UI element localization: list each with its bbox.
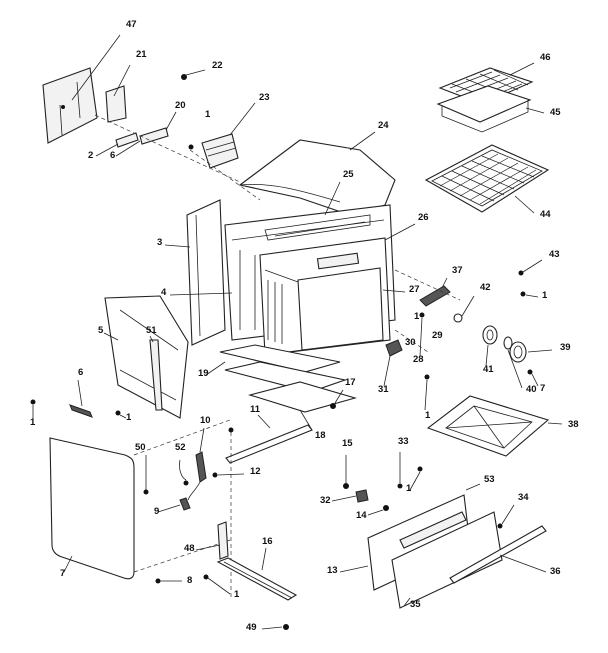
callout-label-c22: 22	[212, 60, 223, 71]
callout-label-c16: 16	[262, 536, 273, 547]
callout-label-c7b: 7	[60, 568, 65, 579]
screws-parts-1-8-49-bottom	[155, 574, 289, 630]
callout-label-c6b: 6	[78, 367, 83, 378]
trim-strip-part-36	[449, 504, 547, 584]
callout-label-c18: 18	[315, 430, 326, 441]
callout-label-c30: 30	[405, 337, 416, 348]
callout-label-c24: 24	[378, 120, 389, 131]
broiler-pan-part-45	[436, 85, 545, 133]
callout-label-c8: 8	[187, 575, 192, 586]
callout-label-c50: 50	[135, 442, 146, 453]
screws-part-1-left	[30, 399, 127, 420]
callout-label-c1g: 1	[406, 483, 412, 494]
bracket-part-48	[195, 521, 229, 560]
assembly-guide-lines-top	[94, 114, 261, 201]
callout-label-c5: 5	[98, 325, 104, 336]
bracket-part-21	[105, 64, 131, 123]
control-components-parts-28-31-37-39-42	[383, 259, 553, 411]
assembly-guide-lines-right	[394, 269, 461, 353]
rail-part-16	[216, 547, 298, 601]
clip-parts-2-6	[95, 111, 177, 157]
door-panel-part-35	[391, 466, 503, 609]
callout-label-c35: 35	[410, 599, 421, 610]
callout-label-c39: 39	[560, 342, 571, 353]
callout-label-c3: 3	[157, 237, 162, 248]
callout-label-c1c: 1	[414, 311, 420, 322]
callout-label-c33: 33	[398, 436, 409, 447]
rail-part-11	[225, 414, 313, 600]
callout-label-c21: 21	[136, 49, 147, 60]
callout-label-c1d: 1	[30, 417, 36, 428]
callout-label-c4: 4	[161, 287, 167, 298]
callout-label-c47: 47	[126, 19, 137, 30]
callout-label-c9: 9	[154, 506, 159, 517]
callout-label-c23: 23	[259, 92, 270, 103]
callout-label-c27: 27	[409, 284, 420, 295]
callout-label-c1a: 1	[205, 109, 211, 120]
callout-label-c1f: 1	[425, 410, 431, 421]
oven-rack-part-44	[424, 144, 550, 214]
strip-part-6	[69, 379, 93, 418]
callout-label-c15: 15	[342, 438, 353, 449]
callout-label-c10: 10	[200, 415, 211, 426]
callout-label-c13: 13	[327, 565, 338, 576]
cabinet-side-part-3	[164, 199, 226, 346]
callout-label-c40: 40	[526, 384, 537, 395]
callout-label-c36: 36	[550, 566, 561, 577]
side-panel-part-5	[103, 295, 189, 419]
callout-label-c42: 42	[480, 282, 491, 293]
callout-label-c11: 11	[250, 404, 261, 415]
callout-label-c14: 14	[356, 510, 367, 521]
callout-label-c29: 29	[432, 330, 443, 341]
broil-element-part-25	[264, 181, 371, 241]
door-hardware-parts-14-15-32-33	[331, 452, 403, 516]
callout-label-c26: 26	[418, 212, 429, 223]
bottom-panel-part-19	[205, 344, 348, 393]
callout-label-c2: 2	[88, 150, 93, 161]
callout-label-c17: 17	[345, 377, 356, 388]
callout-label-c34: 34	[518, 492, 529, 503]
screw-part-22	[181, 69, 206, 80]
callout-label-c19: 19	[198, 368, 209, 379]
switch-wiring-parts-9-10-50-52	[143, 427, 207, 513]
callout-label-c52: 52	[175, 442, 186, 453]
callout-label-c44: 44	[540, 209, 551, 220]
side-panel-part-7	[49, 419, 231, 580]
callout-label-c7a: 7	[540, 383, 545, 394]
callout-label-c1e: 1	[126, 412, 132, 423]
callout-label-c32: 32	[320, 495, 331, 506]
callout-label-c1b: 1	[542, 290, 548, 301]
callout-label-c45: 45	[550, 107, 561, 118]
callout-label-c31: 31	[378, 384, 389, 395]
bolt-part-12	[212, 472, 245, 478]
callout-label-c41: 41	[483, 364, 494, 375]
callout-label-c53: 53	[484, 474, 495, 485]
rear-panel-part-47	[42, 34, 121, 144]
callout-label-c20: 20	[175, 100, 186, 111]
callout-label-c37: 37	[452, 265, 463, 276]
callout-label-c43: 43	[549, 249, 560, 260]
callout-label-c28: 28	[413, 354, 424, 365]
door-handle-part-53	[399, 483, 481, 549]
vent-cover-part-23	[188, 102, 256, 169]
callout-label-c38: 38	[568, 419, 579, 430]
callout-label-c48: 48	[184, 543, 195, 554]
drawer-support-part-18	[247, 381, 358, 431]
callout-label-c25: 25	[343, 169, 354, 180]
callout-label-c6a: 6	[110, 150, 115, 161]
broiler-drawer-part-38	[426, 395, 563, 457]
oven-cavity-frame-parts-26-27	[259, 223, 416, 356]
callout-label-c1h: 1	[234, 589, 240, 600]
callout-label-c46: 46	[540, 52, 551, 63]
callout-label-c49: 49	[246, 622, 257, 633]
callout-label-c51: 51	[146, 325, 157, 336]
oven-top-part-24	[238, 131, 396, 216]
callout-label-c12: 12	[250, 466, 261, 477]
